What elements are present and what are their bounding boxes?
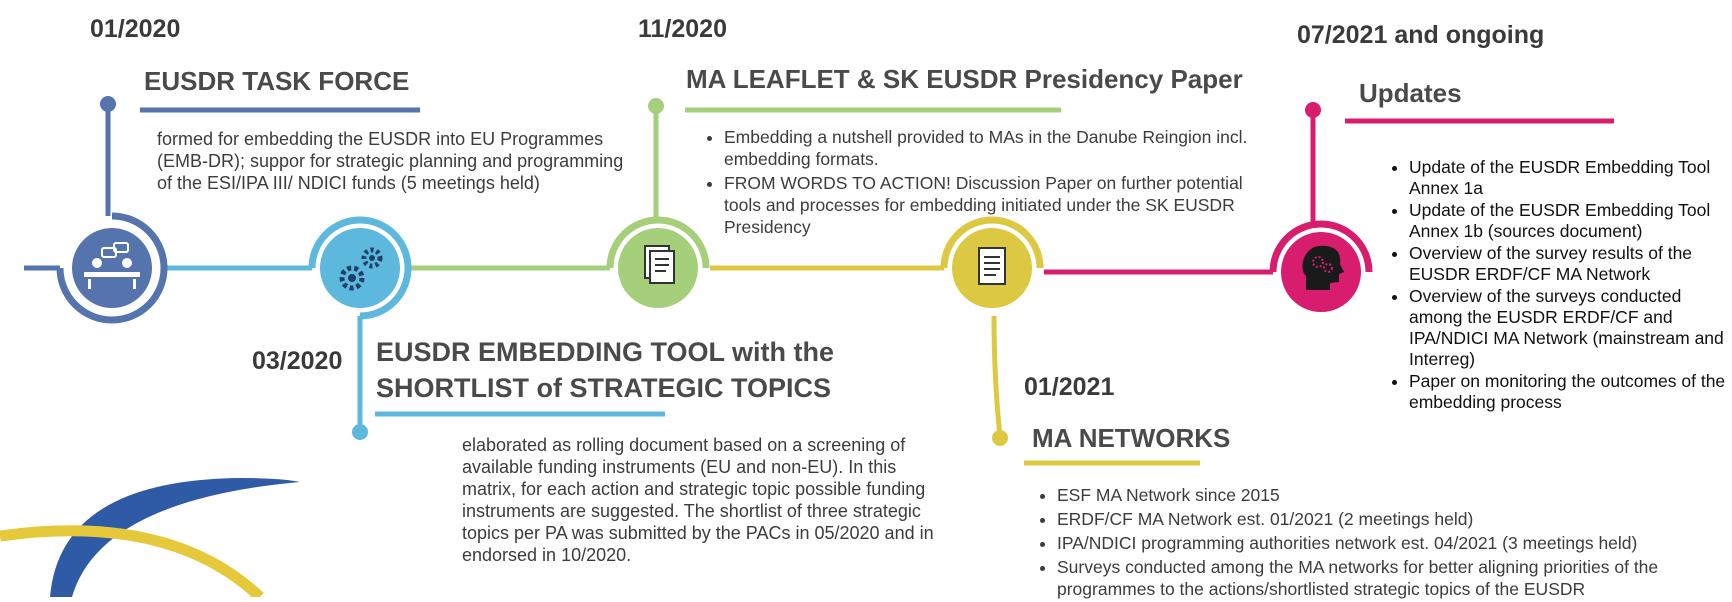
timeline-connectors [24,265,1273,275]
milestone-heading-networks: MA NETWORKS [1032,423,1231,453]
list-item: Overview of the survey results of the EU… [1409,243,1732,285]
timeline-stems [100,96,1321,446]
list-item: ESF MA Network since 2015 [1057,484,1732,506]
cut-off-title-fragment [880,0,1070,10]
list-item: IPA/NDICI programming authorities networ… [1057,532,1732,554]
gears-icon [320,228,400,308]
milestone-date-leaflet: 11/2020 [638,15,727,43]
milestone-heading-task-force: EUSDR TASK FORCE [144,66,410,96]
milestone-text-tool: elaborated as rolling document based on … [462,435,934,565]
milestone-bullets-updates: Update of the EUSDR Embedding Tool Annex… [1389,157,1732,414]
milestone-heading-tool-line2: SHORTLIST of STRATEGIC TOPICS [376,373,832,403]
head-gears-icon [1281,232,1361,312]
list-item: ERDF/CF MA Network est. 01/2021 (2 meeti… [1057,508,1732,530]
milestone-bullets-networks: ESF MA Network since 2015 ERDF/CF MA Net… [1035,484,1732,602]
milestone-heading-tool-line1: EUSDR EMBEDDING TOOL with the [376,337,835,367]
decorative-swoosh [0,478,300,597]
milestone-date-networks: 01/2021 [1024,373,1115,401]
milestone-text-task-force: formed for embedding the EUSDR into EU P… [157,129,624,193]
meeting-icon [72,228,152,308]
list-item: Embedding a nutshell provided to MAs in … [724,126,1254,170]
list-item: Paper on monitoring the outcomes of the … [1409,371,1732,413]
milestone-bullets-leaflet: Embedding a nutshell provided to MAs in … [702,126,1254,240]
list-item: Overview of the surveys conducted among … [1409,286,1732,370]
milestone-date-updates: 07/2021 and ongoing [1297,21,1545,49]
list-item: Update of the EUSDR Embedding Tool Annex… [1409,157,1732,199]
document-icon [952,228,1032,308]
heading-underlines [140,107,1614,466]
list-item: Update of the EUSDR Embedding Tool Annex… [1409,200,1732,242]
milestone-date-tool: 03/2020 [252,347,343,375]
milestone-date-task-force: 01/2020 [90,15,181,43]
list-item: FROM WORDS TO ACTION! Discussion Paper o… [724,172,1254,238]
milestone-heading-updates: Updates [1359,78,1462,108]
list-item: Surveys conducted among the MA networks … [1057,556,1732,600]
timeline-rings [56,212,1373,324]
documents-icon [618,228,698,308]
milestone-heading-leaflet: MA LEAFLET & SK EUSDR Presidency Paper [686,64,1243,94]
